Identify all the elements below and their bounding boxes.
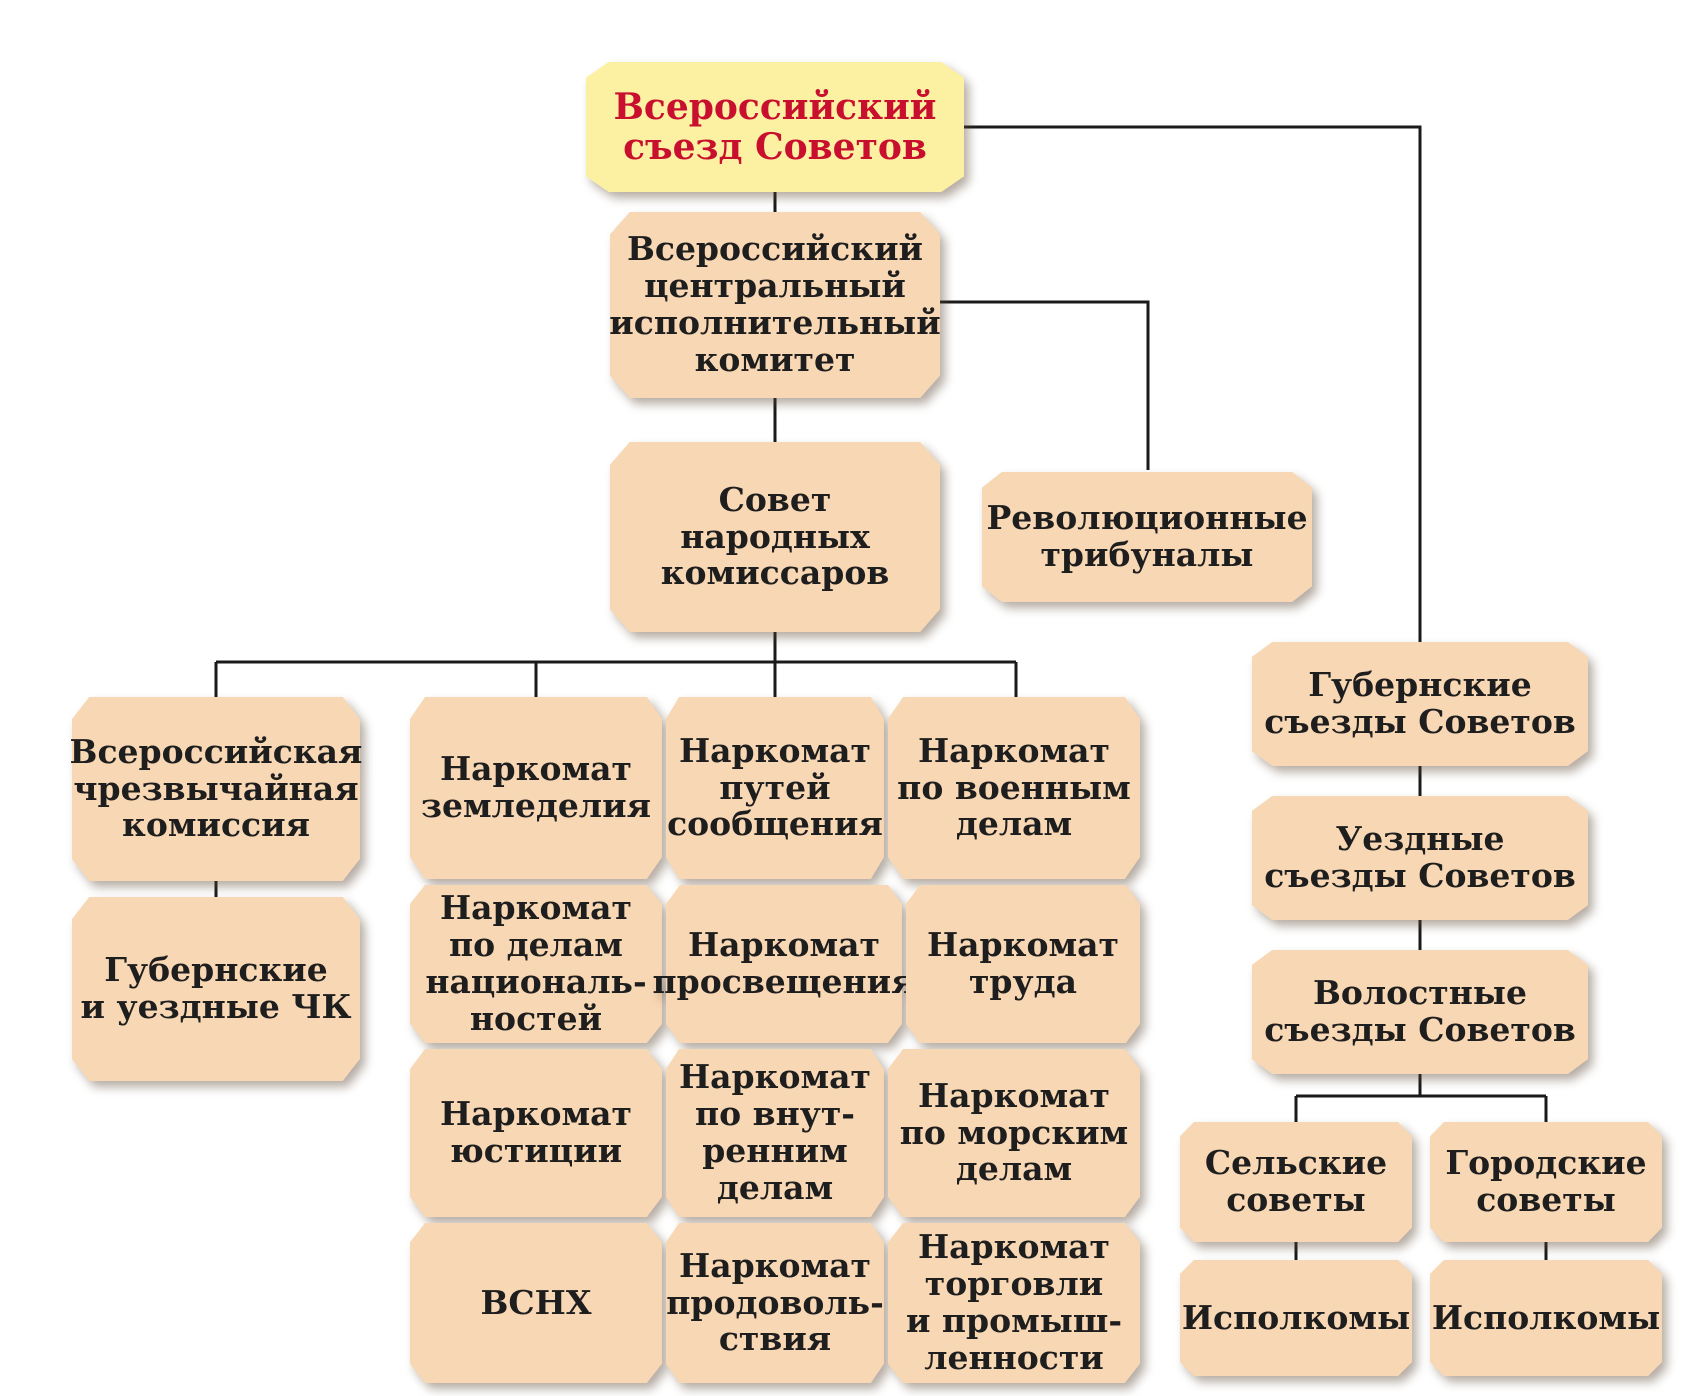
node-rural-executive-label: Исполкомы (1181, 1297, 1411, 1337)
node-sovnarkom-label: Совет народных комиссаров (660, 479, 890, 593)
root-node-label: Всероссийский съезд Советов (613, 85, 937, 168)
node-narkomat-label: Наркомат продоволь- ствия (666, 1245, 884, 1359)
node-narkomat-label: Наркомат путей сообщения (667, 730, 883, 844)
node-narkomat-label: ВСНХ (480, 1282, 592, 1322)
node-narkomat-label: Наркомат по делам националь- ностей (425, 888, 647, 1038)
node-vchk: Всероссийская чрезвычайная комиссия (69, 697, 363, 881)
node-gub-uezd-chk-label: Губернские и уездные ЧК (80, 950, 352, 1026)
node-narkomat-label: Наркомат юстиции (440, 1094, 632, 1170)
node-volost-congress: Волостные съезды Советов (1252, 950, 1588, 1074)
node-narkomat: Наркомат по военным делам (888, 697, 1140, 879)
node-narkomat: Наркомат просвещения (653, 885, 916, 1043)
node-uezd-congress-label: Уездные съезды Советов (1264, 819, 1576, 895)
node-narkomat-label: Наркомат по морским делам (899, 1075, 1129, 1189)
node-vchk-label: Всероссийская чрезвычайная комиссия (69, 731, 363, 845)
node-tribunals: Революционные трибуналы (982, 472, 1312, 602)
node-city-soviets: Городские советы (1430, 1122, 1662, 1242)
node-rural-executive: Исполкомы (1180, 1260, 1412, 1376)
node-narkomat: Наркомат по делам националь- ностей (410, 885, 662, 1043)
node-city-executive: Исполкомы (1430, 1260, 1662, 1376)
node-rural-soviets: Сельские советы (1180, 1122, 1412, 1242)
node-gub-congress: Губернские съезды Советов (1252, 642, 1588, 766)
node-vcik-label: Всероссийский центральный исполнительный… (609, 229, 941, 379)
node-narkomat-label: Наркомат торговли и промыш- ленности (905, 1227, 1123, 1377)
node-city-soviets-label: Городские советы (1445, 1143, 1647, 1219)
node-narkomat: Наркомат труда (906, 885, 1140, 1043)
node-tribunals-label: Революционные трибуналы (986, 498, 1308, 574)
node-narkomat-label: Наркомат труда (927, 925, 1119, 1001)
node-sovnarkom: Совет народных комиссаров (610, 442, 940, 632)
root-node-all-russian-congress: Всероссийский съезд Советов (586, 62, 964, 192)
node-vcik: Всероссийский центральный исполнительный… (609, 212, 941, 398)
node-narkomat: Наркомат юстиции (410, 1049, 662, 1217)
node-narkomat: Наркомат продоволь- ствия (666, 1223, 884, 1383)
node-narkomat: Наркомат по морским делам (888, 1049, 1140, 1217)
node-uezd-congress: Уездные съезды Советов (1252, 796, 1588, 920)
node-rural-soviets-label: Сельские советы (1204, 1143, 1388, 1219)
node-narkomat-label: Наркомат просвещения (652, 925, 916, 1001)
node-city-executive-label: Исполкомы (1431, 1297, 1661, 1337)
node-gub-congress-label: Губернские съезды Советов (1264, 665, 1576, 741)
node-narkomat-label: Наркомат земледелия (420, 749, 652, 825)
node-volost-congress-label: Волостные съезды Советов (1264, 973, 1576, 1049)
node-narkomat-label: Наркомат по военным делам (897, 730, 1131, 844)
node-narkomat: Наркомат путей сообщения (666, 697, 884, 879)
node-narkomat-label: Наркомат по внут- ренним делам (679, 1057, 871, 1207)
node-narkomat: Наркомат земледелия (410, 697, 662, 879)
connector (958, 125, 1422, 650)
connector (940, 300, 1150, 470)
node-narkomat: Наркомат по внут- ренним делам (666, 1049, 884, 1217)
node-gub-uezd-chk: Губернские и уездные ЧК (72, 897, 360, 1081)
node-narkomat: Наркомат торговли и промыш- ленности (888, 1223, 1140, 1383)
node-narkomat: ВСНХ (410, 1223, 662, 1383)
